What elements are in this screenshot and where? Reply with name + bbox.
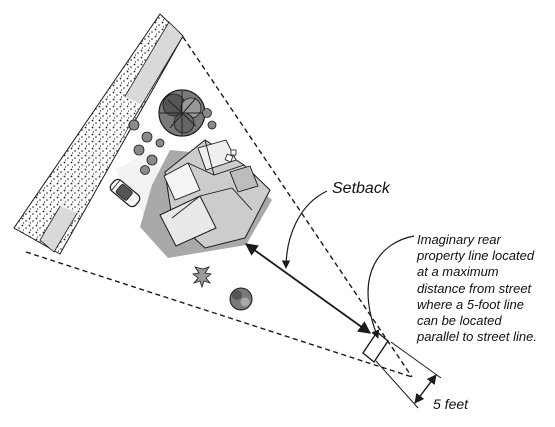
tree-icon xyxy=(158,89,206,137)
roof-dormer xyxy=(229,165,259,193)
chimney xyxy=(224,153,234,163)
note-line: distance from street xyxy=(417,280,532,296)
five-foot-dimension xyxy=(375,341,442,409)
extension-line xyxy=(375,360,419,409)
lot-side-line-south xyxy=(25,251,413,378)
tree-icon xyxy=(229,287,253,311)
street-strip xyxy=(13,13,184,255)
setback-label: Setback xyxy=(332,180,390,197)
extension-line xyxy=(390,341,442,379)
lot-boundary xyxy=(25,36,413,378)
rear-property-line-note: Imaginary rear property line located at … xyxy=(417,232,537,345)
note-line: where a 5-foot line xyxy=(417,296,524,312)
note-line: at a maximum xyxy=(417,264,499,280)
note-leader-line xyxy=(367,235,415,339)
setback-leader-line xyxy=(281,190,328,269)
chimney xyxy=(230,149,237,156)
lawn-gravel-edge xyxy=(58,94,141,214)
five-feet-label: 5 feet xyxy=(433,396,469,412)
note-line: Imaginary rear xyxy=(417,232,501,247)
note-line: parallel to street line. xyxy=(417,329,537,345)
dimension-line xyxy=(414,374,437,404)
rear-property-line-marker xyxy=(362,330,389,364)
car-icon xyxy=(109,178,141,208)
setback-dimension-arrow xyxy=(244,243,372,334)
lot-side-line-north xyxy=(182,36,413,378)
roof-wing-light xyxy=(163,162,201,201)
note-line: property line located xyxy=(417,248,535,264)
house xyxy=(140,139,272,258)
shrub-icon xyxy=(128,108,217,289)
roof-wing xyxy=(159,195,217,247)
roof-ridge-lines xyxy=(171,187,253,219)
roof-ridge-lines xyxy=(187,162,215,176)
note-line: can be located xyxy=(417,313,502,329)
roof-gable xyxy=(197,139,237,171)
